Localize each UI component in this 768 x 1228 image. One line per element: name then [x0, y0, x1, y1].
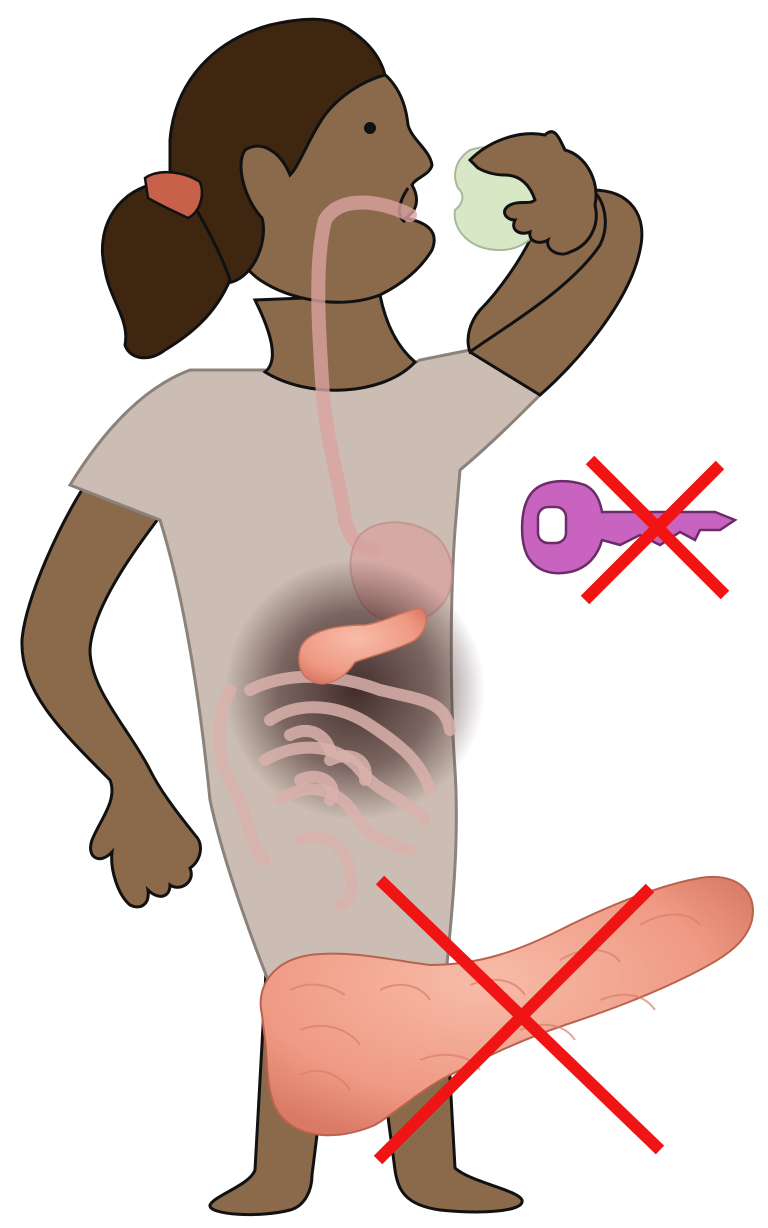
neck — [255, 295, 415, 390]
eye — [364, 122, 376, 134]
key-symbol — [522, 460, 735, 600]
